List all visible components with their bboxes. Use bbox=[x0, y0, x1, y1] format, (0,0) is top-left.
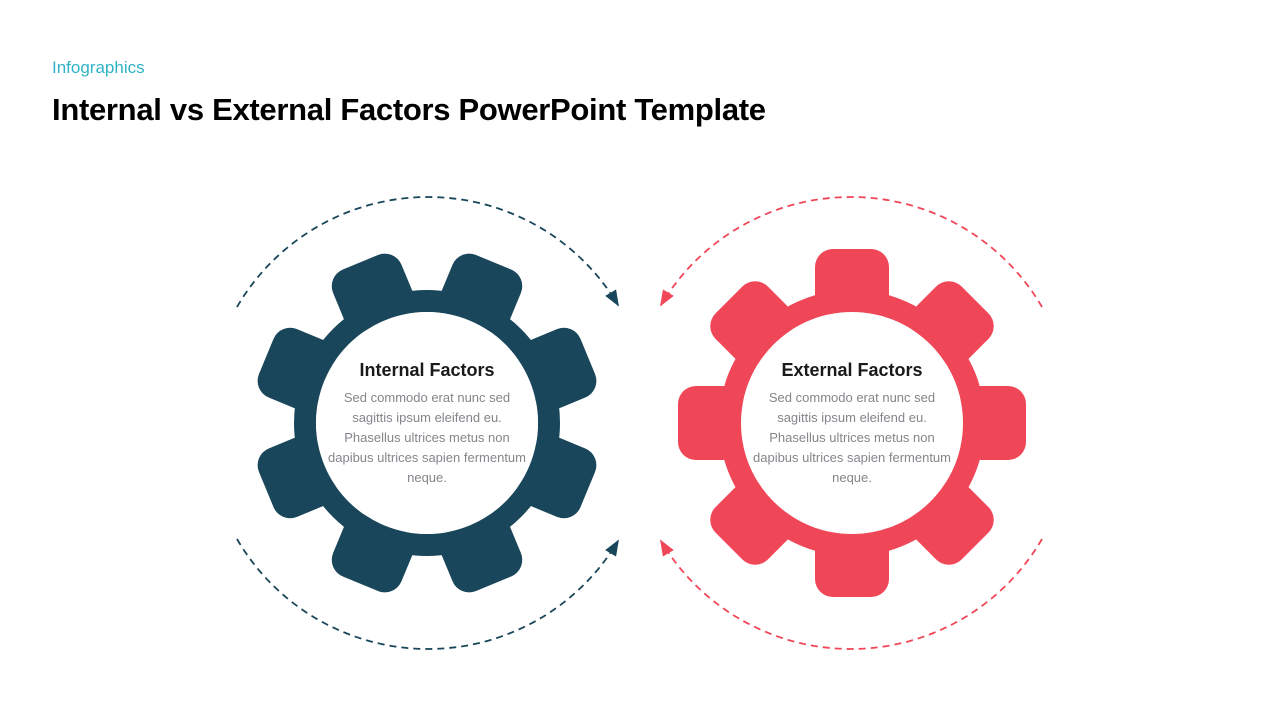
gear-description-internal: Sed commodo erat nunc sed sagittis ipsum… bbox=[328, 390, 526, 485]
gear-inner-circle bbox=[741, 312, 963, 534]
gear-label-internal: Internal Factors Sed commodo erat nunc s… bbox=[325, 358, 530, 488]
eyebrow-label: Infographics bbox=[52, 58, 145, 77]
dashed-arc-bottom bbox=[236, 538, 619, 650]
gear-heading-external: External Factors bbox=[781, 360, 923, 380]
gear-label-external: External Factors Sed commodo erat nunc s… bbox=[750, 358, 955, 488]
page-title: Internal vs External Factors PowerPoint … bbox=[52, 92, 766, 127]
rotation-arrows-external bbox=[660, 196, 1043, 650]
gear-graphic-external bbox=[660, 196, 1043, 650]
dashed-arc-top bbox=[236, 196, 619, 308]
gear-group-external: External Factors Sed commodo erat nunc s… bbox=[612, 183, 1092, 663]
dashed-arc-bottom bbox=[660, 538, 1043, 650]
gear-graphic-internal bbox=[236, 196, 619, 650]
gear-icon bbox=[257, 253, 597, 593]
gear-description-external: Sed commodo erat nunc sed sagittis ipsum… bbox=[753, 390, 951, 485]
gear-heading-internal: Internal Factors bbox=[359, 360, 495, 380]
gear-inner-circle bbox=[316, 312, 538, 534]
gear-icon bbox=[678, 249, 1026, 597]
gear-group-internal: Internal Factors Sed commodo erat nunc s… bbox=[187, 183, 667, 663]
dashed-arc-top bbox=[660, 196, 1043, 308]
rotation-arrows-internal bbox=[236, 196, 619, 650]
